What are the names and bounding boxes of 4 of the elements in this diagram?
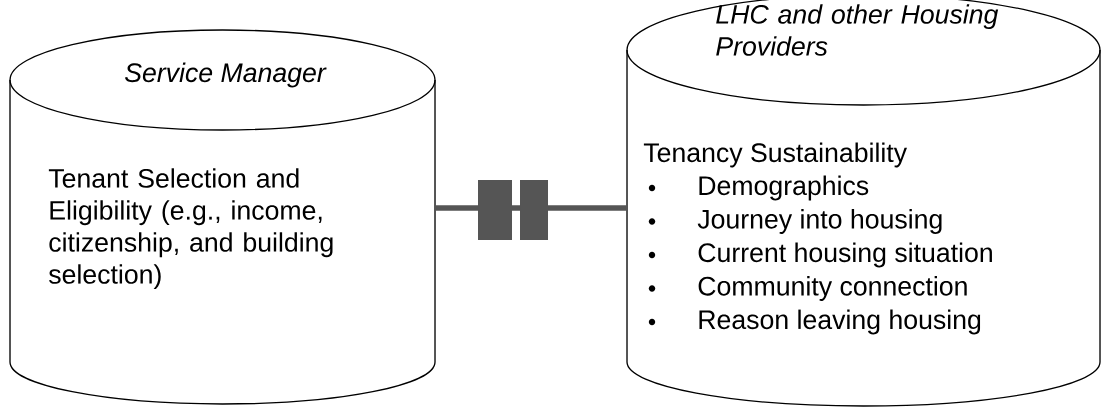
body-text: Tenancy Sustainability Demographics Journey into housing Current housing situation Community connection Reason leaving housing [643,142,992,335]
heading: Service Manager [124,62,327,88]
connector [435,180,627,240]
body-text: Tenant Selection and Eligibility (e.g., income, citizenship, and building selection) [48,168,333,290]
